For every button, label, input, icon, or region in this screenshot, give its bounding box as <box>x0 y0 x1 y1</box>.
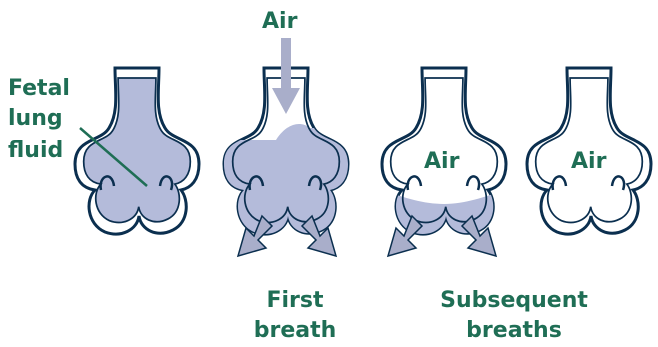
air-arrow-label: Air <box>262 9 298 34</box>
subsequent-breaths-line1: Subsequent <box>440 288 588 313</box>
first-breath-line1: First <box>266 288 324 313</box>
fetal-label-line1: Fetal <box>8 76 70 101</box>
alveolus-first-breath <box>200 38 380 260</box>
fetal-label-line2: lung <box>8 106 63 131</box>
first-breath-line2: breath <box>254 318 337 343</box>
air-label-alveolus-4: Air <box>571 149 607 174</box>
fetal-label-line3: fluid <box>8 138 63 163</box>
air-label-alveolus-3: Air <box>424 149 460 174</box>
alveolus-fetal <box>75 68 199 234</box>
subsequent-breaths-line2: breaths <box>466 318 562 343</box>
